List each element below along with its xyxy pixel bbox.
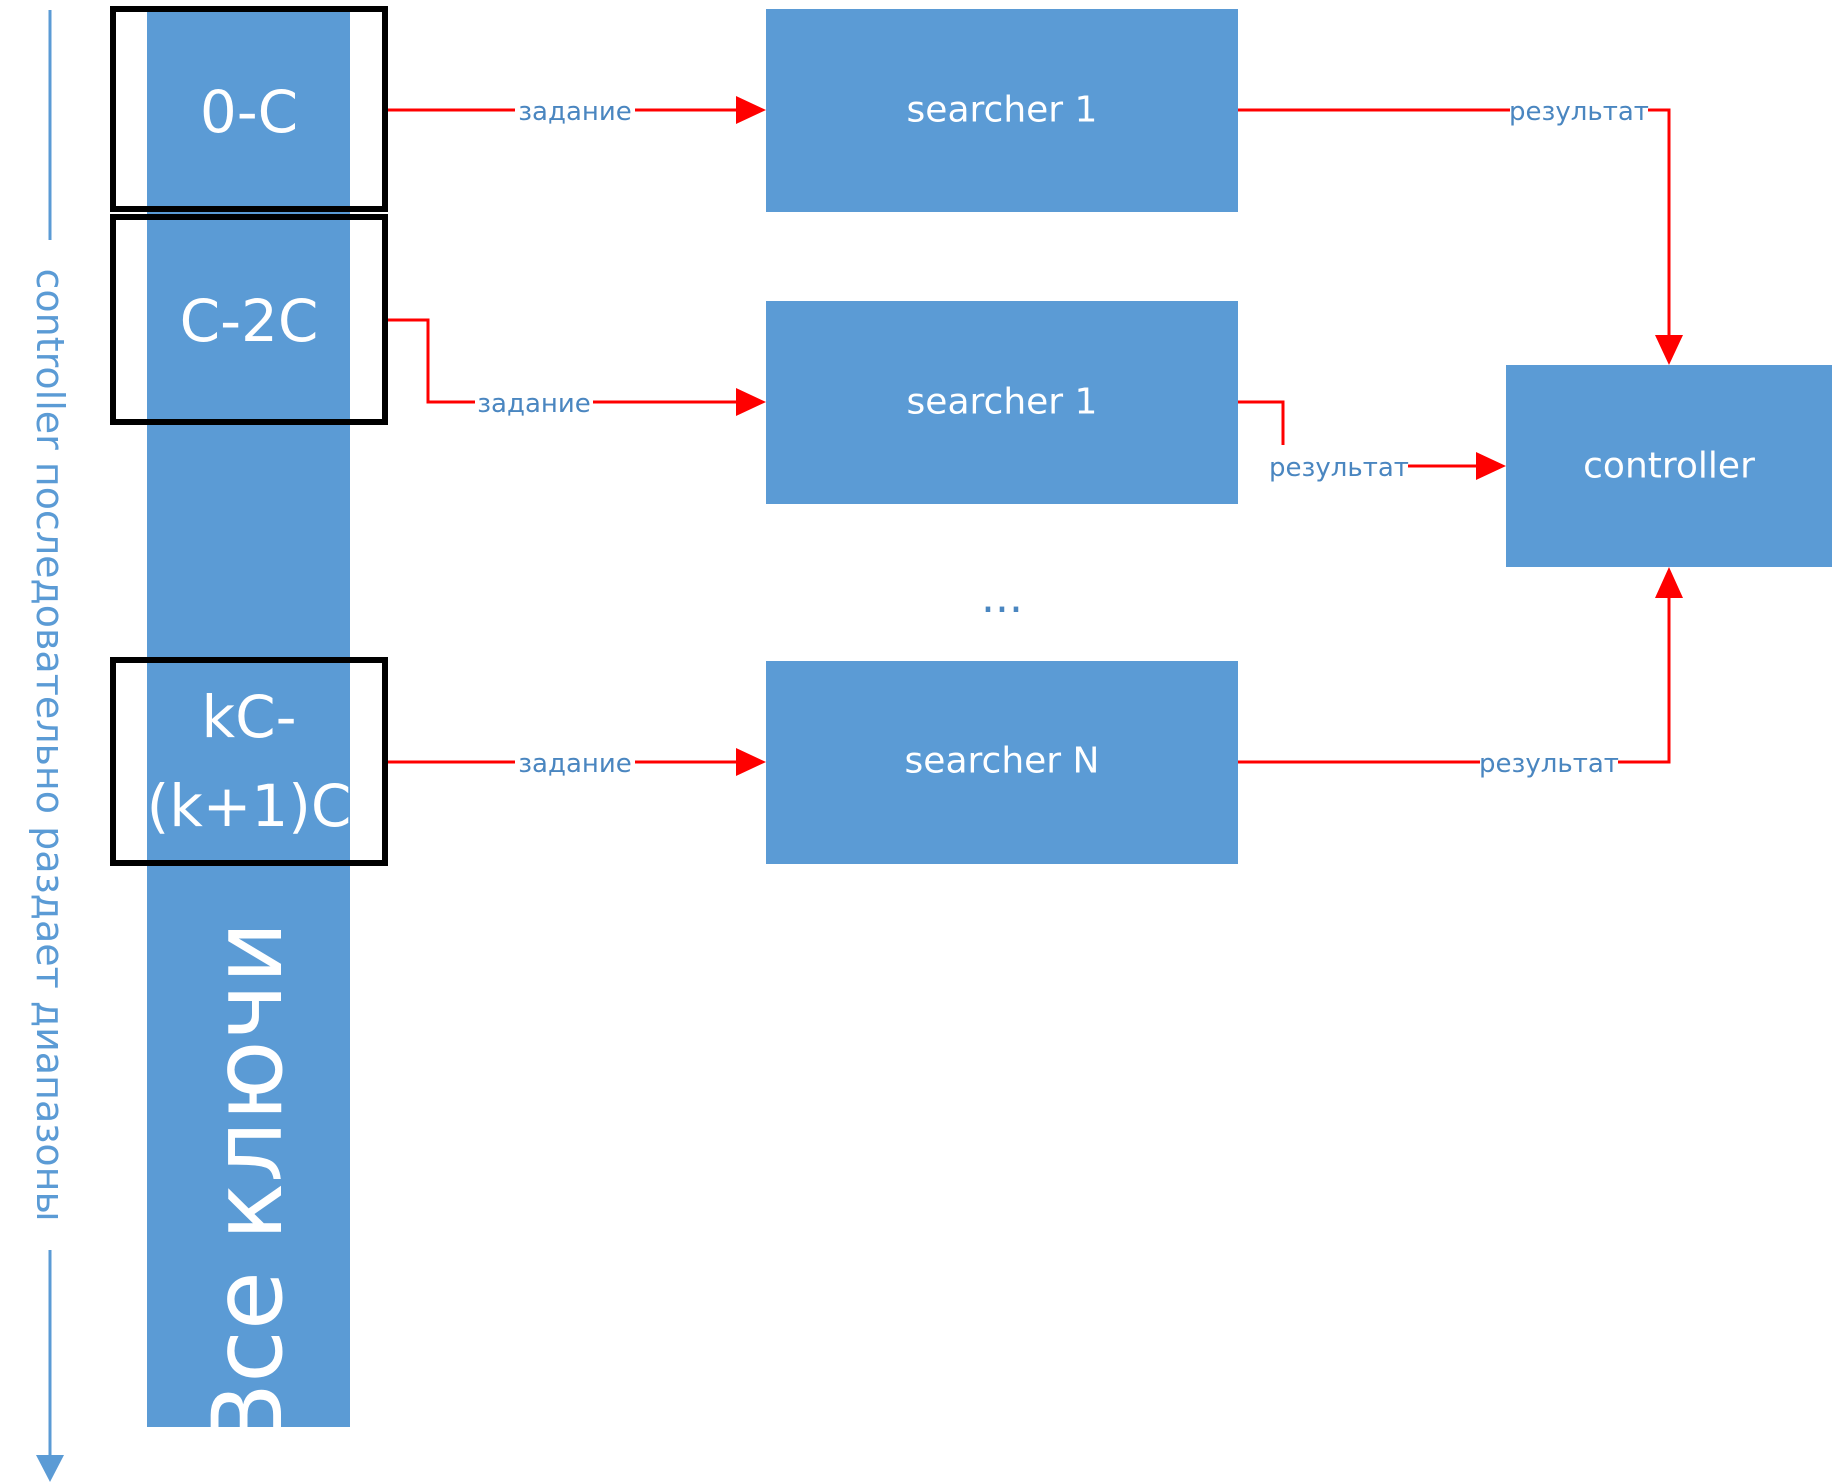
all-keys-column: Все ключи bbox=[147, 10, 350, 1449]
task-edge-label: задание bbox=[477, 389, 591, 419]
range-box-outline bbox=[110, 214, 388, 425]
all-keys-label: Все ключи bbox=[192, 921, 304, 1448]
controller-box: controller bbox=[1506, 365, 1832, 567]
searcher-rect bbox=[766, 301, 1238, 504]
searcher-label: searcher 1 bbox=[907, 382, 1098, 423]
sequence-axis-label: controller последовательно раздает диапа… bbox=[28, 268, 72, 1221]
result-edge-label: результат bbox=[1269, 453, 1409, 483]
result-edge-arrowhead bbox=[1655, 567, 1683, 598]
range-box-0: 0-C bbox=[110, 6, 388, 212]
task-edge-arrowhead bbox=[736, 96, 766, 124]
result-edge-label: результат bbox=[1479, 749, 1619, 779]
task-edge-line bbox=[388, 318, 475, 404]
task-edge-1: задание bbox=[388, 318, 766, 419]
ellipsis: ... bbox=[981, 572, 1023, 623]
range-box-k: kC- (k+1)C bbox=[110, 657, 388, 866]
sequence-axis: controller последовательно раздает диапа… bbox=[28, 10, 72, 1482]
controller-label: controller bbox=[1583, 446, 1755, 487]
all-keys-bar bbox=[147, 10, 350, 1427]
searcher-rect bbox=[766, 9, 1238, 212]
result-edge-line bbox=[1648, 108, 1671, 338]
range-label: C-2C bbox=[180, 287, 319, 355]
range-box-outline bbox=[110, 6, 388, 212]
result-edge-1: результат bbox=[1238, 400, 1506, 483]
searcher-box-0: searcher 1 bbox=[766, 9, 1238, 212]
range-box-outline bbox=[110, 657, 388, 866]
task-edge-label: задание bbox=[518, 97, 632, 127]
range-label: 0-C bbox=[200, 78, 298, 146]
task-edge-arrowhead bbox=[736, 748, 766, 776]
searcher-box-2: searcher N bbox=[766, 661, 1238, 864]
range-label-line1: kC- bbox=[201, 683, 296, 751]
result-edge-arrowhead bbox=[1476, 452, 1506, 480]
task-edge-2: задание bbox=[388, 748, 766, 779]
range-box-1: C-2C bbox=[110, 214, 388, 425]
result-edge-arrowhead bbox=[1655, 335, 1683, 365]
searcher-label: searcher 1 bbox=[907, 90, 1098, 131]
result-edge-2: результат bbox=[1238, 567, 1683, 779]
searcher-rect bbox=[766, 661, 1238, 864]
task-edge-arrowhead bbox=[736, 388, 766, 416]
task-edge-0: задание bbox=[388, 96, 766, 127]
result-edge-line bbox=[1618, 595, 1671, 764]
controller-rect bbox=[1506, 365, 1832, 567]
result-edge-label: результат bbox=[1509, 97, 1649, 127]
searcher-label: searcher N bbox=[905, 741, 1100, 782]
searcher-box-1: searcher 1 bbox=[766, 301, 1238, 504]
sequence-axis-arrowhead bbox=[36, 1455, 64, 1482]
result-edge-line bbox=[1238, 400, 1285, 445]
range-label-line2: (k+1)C bbox=[147, 772, 352, 840]
result-edge-0: результат bbox=[1238, 97, 1683, 365]
task-edge-label: задание bbox=[518, 749, 632, 779]
